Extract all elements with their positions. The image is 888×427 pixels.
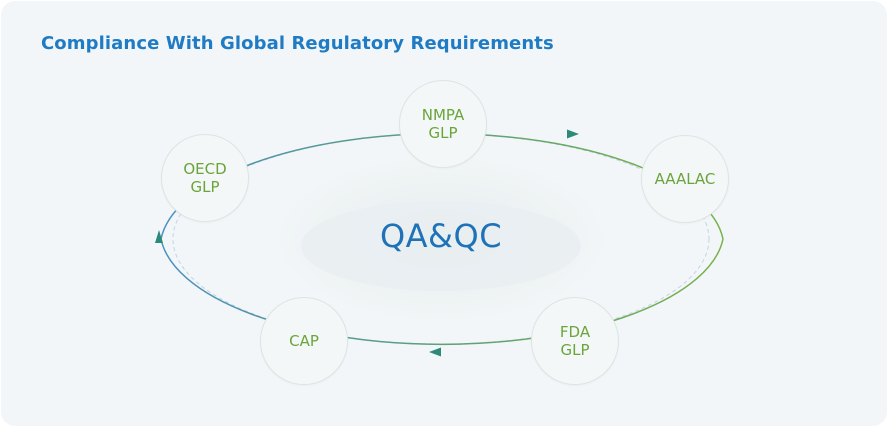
arrow-left-icon (155, 230, 163, 243)
node-oecd-line1: OECD (183, 160, 227, 178)
center-highlight (301, 201, 581, 291)
node-oecd-glp: OECD GLP (161, 134, 249, 222)
node-nmpa-line1: NMPA (421, 106, 465, 124)
node-nmpa-line2: GLP (428, 124, 458, 142)
node-cap: CAP (260, 297, 348, 385)
node-cap-line1: CAP (289, 332, 319, 350)
arrow-bottom-icon (429, 347, 441, 357)
node-aaalac-line1: AAALAC (654, 170, 716, 188)
node-nmpa-glp: NMPA GLP (399, 80, 487, 168)
center-label: QA&QC (379, 217, 503, 255)
node-fda-glp: FDA GLP (531, 297, 619, 385)
arrow-top-icon (567, 129, 579, 139)
node-fda-line2: GLP (560, 341, 590, 359)
node-oecd-line2: GLP (190, 178, 220, 196)
orbit-ring-bottom (160, 238, 724, 346)
page-title: Compliance With Global Regulatory Requir… (41, 33, 554, 54)
node-aaalac: AAALAC (641, 135, 729, 223)
node-fda-line1: FDA (559, 323, 591, 341)
